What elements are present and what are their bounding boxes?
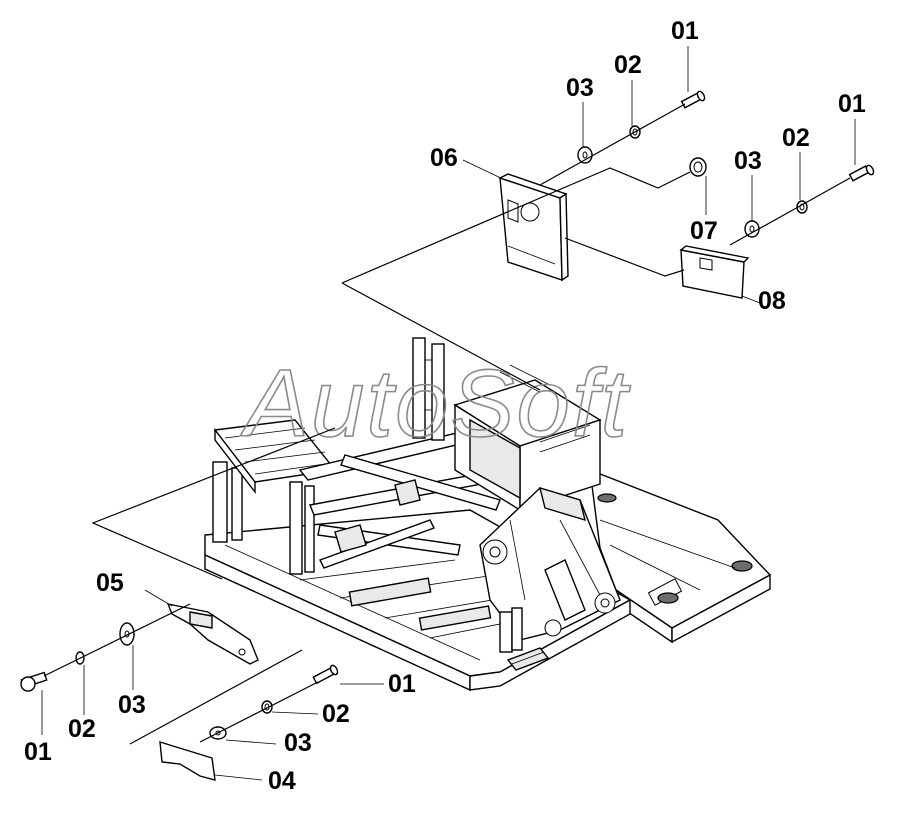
part-05-bracket	[166, 603, 259, 665]
callout-08: 08	[758, 287, 786, 315]
callout-02-bottom: 02	[322, 700, 350, 728]
top-cover-group	[341, 90, 875, 391]
callout-03-left: 03	[118, 691, 146, 719]
callout-06: 06	[430, 144, 458, 172]
callout-labels: 01 02 03 01 02 03 06 07 08 05 01 02 03 0…	[24, 17, 866, 795]
leader-lines	[41, 46, 856, 781]
callout-04: 04	[268, 767, 296, 795]
left-bracket-group	[20, 427, 336, 692]
callout-01-left: 01	[24, 738, 52, 766]
part-04-cover-plate	[159, 741, 216, 781]
bottom-plate-group	[129, 649, 339, 781]
callout-02-top-b: 02	[782, 124, 810, 152]
callout-03-top-a: 03	[566, 74, 594, 102]
callout-02-left: 02	[68, 715, 96, 743]
callout-05: 05	[96, 569, 124, 597]
callout-07: 07	[690, 217, 718, 245]
callout-01-top-a: 01	[671, 17, 699, 45]
callout-03-top-b: 03	[734, 147, 762, 175]
callout-03-bottom: 03	[284, 729, 312, 757]
callout-02-top-a: 02	[614, 51, 642, 79]
upper-frame-assembly	[204, 337, 772, 692]
watermark-text: AutoSoft	[240, 350, 631, 457]
callout-01-bottom: 01	[388, 670, 416, 698]
callout-01-top-b: 01	[838, 90, 866, 118]
